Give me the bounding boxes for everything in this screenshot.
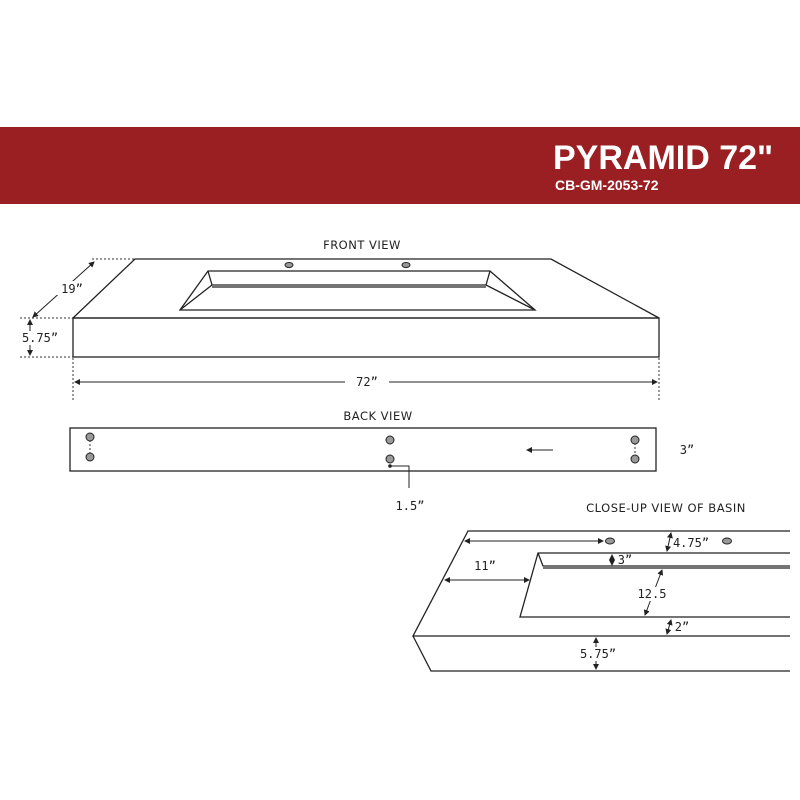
faucet-hole [401, 262, 411, 268]
back-panel [69, 427, 657, 472]
depth-dimension-label: 19” [61, 282, 83, 296]
height-dimension-label: 5.75” [22, 331, 58, 345]
closeup-basin [519, 552, 790, 618]
model-number: CB-GM-2053-72 [555, 177, 659, 193]
hole-setback-label: 4.75” [673, 536, 709, 550]
basin-outline [178, 270, 537, 311]
basin-inner-edge [179, 270, 536, 311]
closeup-view: CLOSE-UP VIEW OF BASIN 4.75” 3” 11” 12.5… [411, 501, 790, 672]
back-view: BACK VIEW 3” 1.5” [69, 409, 694, 513]
faucet-hole [605, 537, 615, 545]
faucet-hole [284, 262, 294, 268]
side-offset-label: 11” [474, 559, 496, 573]
width-dimension-label: 72” [356, 375, 378, 389]
header-banner [0, 127, 800, 204]
mounting-hole [630, 435, 640, 445]
back-view-label: BACK VIEW [343, 409, 412, 423]
product-title: PYRAMID 72" [553, 139, 774, 177]
countertop-front-face [72, 317, 660, 358]
front-view-label: FRONT VIEW [323, 238, 401, 252]
basin-depth-label: 12.5 [638, 587, 667, 601]
closeup-view-label: CLOSE-UP VIEW OF BASIN [586, 501, 746, 515]
mounting-hole [385, 454, 395, 464]
mounting-hole [85, 452, 95, 462]
mounting-hole [630, 454, 640, 464]
offset-dimension-label: 1.5” [396, 499, 425, 513]
front-ledge-label: 2” [675, 620, 689, 634]
back-ledge-label: 3” [618, 553, 632, 567]
offset-leader-line [390, 465, 410, 488]
mounting-hole [385, 435, 395, 445]
mounting-hole [85, 432, 95, 442]
faucet-hole [722, 537, 732, 545]
closeup-top-surface [411, 530, 790, 637]
side-dimension-label: 3” [680, 443, 694, 457]
closeup-front-face [412, 635, 790, 672]
front-view: FRONT VIEW 19” 5.75” 72” [12, 238, 660, 400]
closeup-height-label: 5.75” [580, 647, 616, 661]
countertop-top-face [71, 258, 660, 319]
